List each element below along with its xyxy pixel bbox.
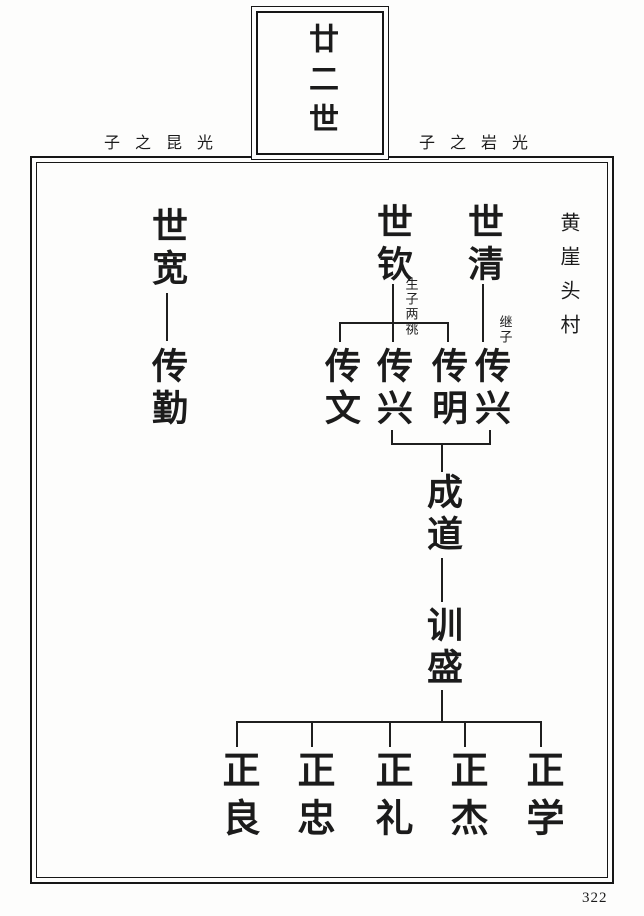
person-child-left: 传勤 xyxy=(147,347,187,431)
person-child-middle-2: 传兴 xyxy=(372,347,412,431)
annotation-adopted-heir: 继子 xyxy=(497,315,513,345)
person-generation5-3: 正礼 xyxy=(369,750,411,846)
connector-line xyxy=(464,721,466,747)
generation-box-inner-border: 廿二世 xyxy=(256,11,384,155)
connector-line xyxy=(391,430,393,444)
connector-line xyxy=(311,721,313,747)
connector-line xyxy=(482,284,484,342)
connector-line xyxy=(392,284,394,324)
connector-line xyxy=(392,322,394,342)
village-label: 黄崖头村 xyxy=(557,212,579,348)
person-generation5-5: 正学 xyxy=(520,750,562,846)
person-generation5-4: 正杰 xyxy=(444,750,486,846)
person-child-middle-3: 传明 xyxy=(427,347,467,431)
generation-box: 廿二世 xyxy=(251,6,389,160)
connector-line xyxy=(166,293,168,341)
page-number: 322 xyxy=(582,890,608,906)
person-child-middle-1: 传文 xyxy=(320,347,360,431)
person-parent-left: 世宽 xyxy=(147,207,187,291)
connector-line xyxy=(339,322,341,342)
connector-line xyxy=(441,558,443,602)
connector-line xyxy=(339,322,449,324)
annotation-dual-heirship: 生子两祧 xyxy=(403,277,419,337)
person-generation4: 训盛 xyxy=(422,606,462,690)
person-generation5-2: 正忠 xyxy=(291,750,333,846)
connector-line xyxy=(389,721,391,747)
tree-frame-inner-border xyxy=(36,162,608,878)
connector-line xyxy=(489,430,491,444)
person-parent-middle: 世钦 xyxy=(372,203,412,287)
connector-line xyxy=(441,443,443,472)
right-lineage-note: 子之岩光 xyxy=(419,135,544,152)
person-generation5-1: 正良 xyxy=(216,750,258,846)
connector-line xyxy=(447,322,449,342)
connector-line xyxy=(441,690,443,722)
person-generation3: 成道 xyxy=(422,473,462,557)
connector-line xyxy=(540,721,542,747)
connector-line xyxy=(236,721,238,747)
person-child-right: 传兴 xyxy=(470,347,510,431)
left-lineage-note: 子之昆光 xyxy=(104,135,229,152)
generation-title: 廿二世 xyxy=(304,23,337,143)
person-parent-right: 世清 xyxy=(463,203,503,287)
